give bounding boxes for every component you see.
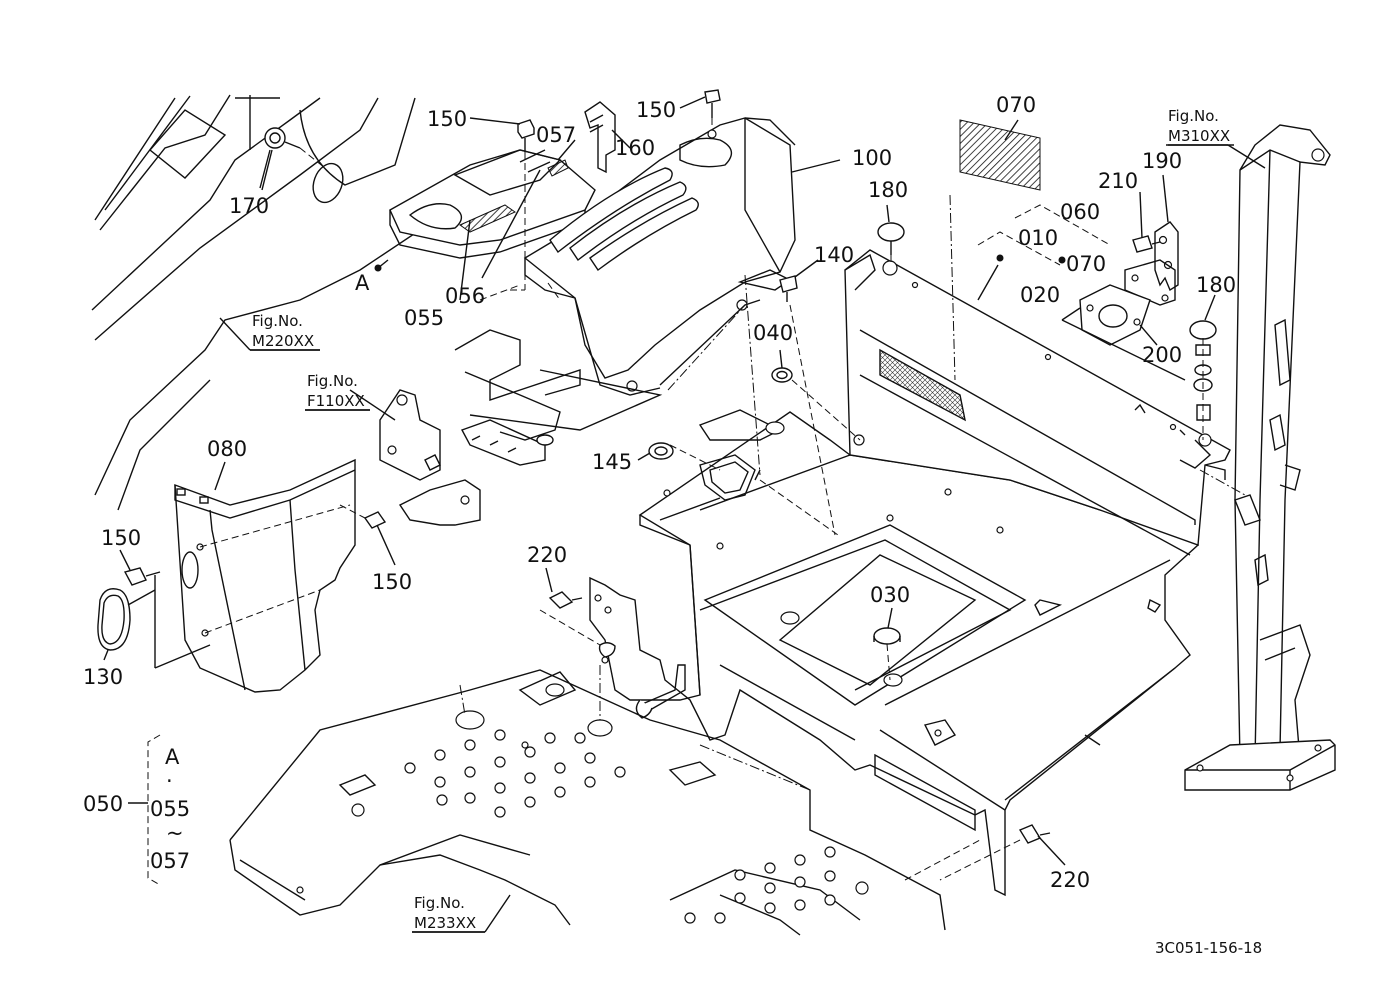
fig-m220-code: M220XX [252, 332, 314, 350]
label-040: 040 [753, 321, 793, 345]
label-100: 100 [852, 146, 892, 170]
part-170-bolt [259, 127, 326, 189]
label-160: 160 [615, 136, 655, 160]
fig-m220-prefix: Fig.No. [252, 312, 303, 330]
main-floor-frame [589, 409, 1200, 897]
part-080-side-cover [174, 458, 356, 693]
label-020: 020 [1020, 283, 1060, 307]
part-190-bracket [1124, 221, 1179, 306]
part-150-bolt-side-left [123, 567, 161, 586]
part-number-labels: 150 057 150 160 100 070 170 A 055 056 18… [83, 93, 1236, 892]
fig-m310-code: M310XX [1168, 127, 1230, 145]
fig-m233-code: M233XX [414, 914, 476, 932]
label-a: A [355, 271, 370, 295]
label-056: 056 [445, 284, 485, 308]
part-145-grommet [648, 442, 721, 471]
legend-line-2: · [166, 769, 173, 793]
fig-m233-prefix: Fig.No. [414, 894, 465, 912]
label-057: 057 [536, 123, 576, 147]
label-010: 010 [1018, 226, 1058, 250]
fig-m310-prefix: Fig.No. [1168, 107, 1219, 125]
label-145: 145 [592, 450, 632, 474]
group-legend-bracket [128, 734, 161, 886]
label-070: 070 [996, 93, 1036, 117]
label-190: 190 [1142, 149, 1182, 173]
label-050: 050 [83, 792, 123, 816]
assembly-guide-lines [667, 194, 981, 881]
bracket-assembly-left [379, 282, 663, 526]
part-200-flange [1061, 284, 1186, 381]
part-220-bolt-left [539, 591, 601, 646]
left-frame-panel [91, 94, 441, 511]
part-160-bracket [584, 101, 616, 174]
seat-back-panel [844, 249, 1231, 613]
label-080: 080 [207, 437, 247, 461]
figure-reference-labels: Fig.No. M220XX Fig.No. F110XX Fig.No. M3… [252, 107, 1230, 932]
seat-rail-right [1204, 464, 1226, 480]
label-150b: 150 [636, 98, 676, 122]
label-140: 140 [814, 243, 854, 267]
part-055-lever-console [389, 149, 596, 259]
part-180-cap-left [877, 222, 905, 265]
label-group-bracket [977, 204, 1111, 301]
label-060: 060 [1060, 200, 1100, 224]
floor-hole-pattern [404, 729, 836, 924]
fig-f110-code: F110XX [307, 392, 365, 410]
part-100-cover [523, 117, 796, 396]
legend-line-3: 055 [150, 797, 190, 821]
part-130-grommet [97, 575, 211, 669]
part-150-bolt-side-right [339, 504, 387, 529]
part-070-label-plate [959, 119, 1041, 191]
label-055: 055 [404, 306, 444, 330]
label-180a: 180 [868, 178, 908, 202]
label-200: 200 [1142, 343, 1182, 367]
right-pillar [1184, 124, 1336, 791]
part-210-bolt [1132, 235, 1161, 253]
legend-line-1: A [165, 745, 180, 769]
label-180b: 180 [1196, 273, 1236, 297]
part-140-bolt [779, 275, 798, 302]
side-lever [594, 594, 686, 719]
group-legend: A · 055 ~ 057 [150, 745, 190, 873]
label-030: 030 [870, 583, 910, 607]
part-180-cap-right [1189, 320, 1217, 440]
label-210: 210 [1098, 169, 1138, 193]
part-030-plug [873, 627, 901, 681]
label-130: 130 [83, 665, 123, 689]
figure-ref-underlines [250, 144, 1234, 933]
label-150c: 150 [101, 526, 141, 550]
label-070b: 070 [1066, 252, 1106, 276]
label-150a: 150 [427, 107, 467, 131]
fig-f110-prefix: Fig.No. [307, 372, 358, 390]
diagram-code: 3C051-156-18 [1155, 939, 1262, 957]
label-170: 170 [229, 194, 269, 218]
label-220b: 220 [1050, 868, 1090, 892]
label-220a: 220 [527, 543, 567, 567]
legend-line-5: 057 [150, 849, 190, 873]
label-150d: 150 [372, 570, 412, 594]
legend-line-4: ~ [166, 821, 184, 845]
part-150-bolt-top [704, 89, 721, 140]
